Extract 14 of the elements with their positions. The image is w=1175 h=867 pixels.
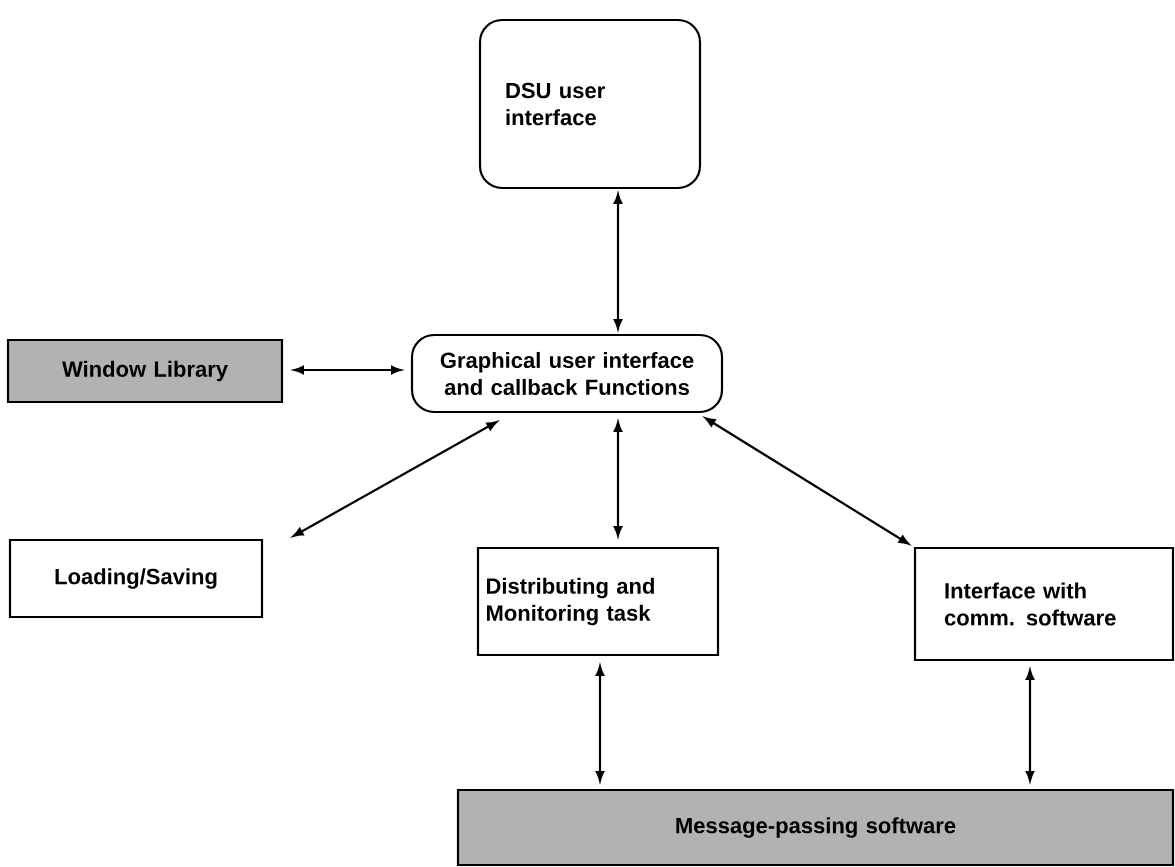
rounded-box: Graphical user interface and callback Functions	[410, 333, 724, 414]
shaded-box: Window Library	[6, 338, 284, 404]
shaded-box: Message-passing software	[456, 788, 1175, 867]
arrow	[613, 193, 623, 330]
rounded-box: DSU user interface	[478, 18, 702, 190]
process-box: Distributing and Monitoring task	[476, 546, 720, 657]
arrow	[293, 365, 402, 375]
arrow	[704, 417, 910, 545]
arrow	[293, 421, 497, 537]
process-box: Loading/Saving	[8, 538, 264, 619]
arrow	[1025, 669, 1035, 782]
process-box: Interface with comm. software	[913, 546, 1175, 662]
arrow	[613, 421, 623, 537]
arrow	[595, 665, 605, 782]
